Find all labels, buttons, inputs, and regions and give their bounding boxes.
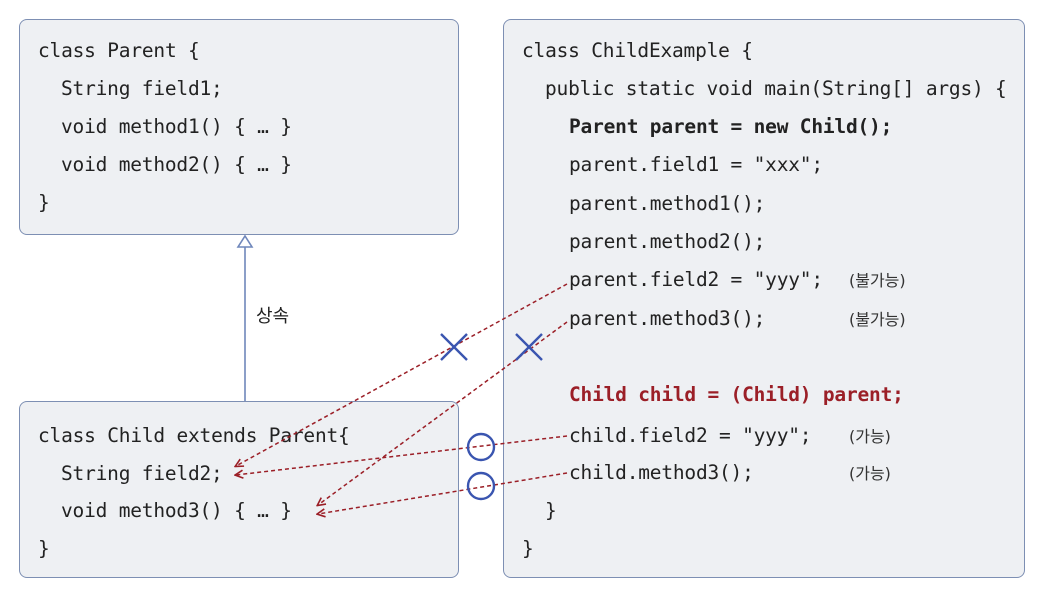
parent-method1: void method1() { … } — [61, 115, 292, 138]
parent-class-box: class Parent { String field1; void metho… — [19, 19, 459, 235]
main-class-declaration: class ChildExample { — [522, 39, 753, 62]
allowed-mark-1-icon — [466, 432, 496, 462]
parent-close-brace: } — [38, 191, 50, 214]
possible-note-1: (가능) — [849, 427, 891, 446]
allowed-mark-2-icon — [466, 471, 496, 501]
parent-field1: String field1; — [61, 77, 223, 100]
child-method3: void method3() { … } — [61, 499, 292, 522]
not-possible-note-1: (불가능) — [849, 271, 906, 290]
child-method3-call: child.method3(); — [569, 461, 754, 484]
inheritance-arrowhead-icon — [236, 234, 254, 248]
parent-method3-call: parent.method3(); — [569, 307, 766, 330]
parent-method1-call: parent.method1(); — [569, 192, 766, 215]
inheritance-label: 상속 — [256, 306, 290, 327]
child-close-brace: } — [38, 537, 50, 560]
parent-method2-call: parent.method2(); — [569, 230, 766, 253]
main-method-close-brace: } — [545, 499, 557, 522]
parent-field2-assign: parent.field2 = "yyy"; — [569, 268, 823, 291]
main-class-close-brace: } — [522, 537, 534, 560]
parent-class-declaration: class Parent { — [38, 39, 200, 62]
downcast-statement: Child child = (Child) parent; — [569, 383, 904, 406]
not-possible-note-2: (불가능) — [849, 310, 906, 329]
main-method-signature: public static void main(String[] args) { — [545, 77, 1007, 100]
possible-note-2: (가능) — [849, 464, 891, 483]
child-example-class-box: class ChildExample { public static void … — [503, 19, 1025, 578]
child-field2: String field2; — [61, 462, 223, 485]
parent-method2: void method2() { … } — [61, 153, 292, 176]
parent-field1-assign: parent.field1 = "xxx"; — [569, 153, 823, 176]
child-class-declaration: class Child extends Parent{ — [38, 424, 350, 447]
not-allowed-mark-1-icon — [440, 333, 468, 361]
child-class-box: class Child extends Parent{ String field… — [19, 401, 459, 578]
upcast-statement: Parent parent = new Child(); — [569, 115, 893, 138]
child-field2-assign: child.field2 = "yyy"; — [569, 424, 812, 447]
